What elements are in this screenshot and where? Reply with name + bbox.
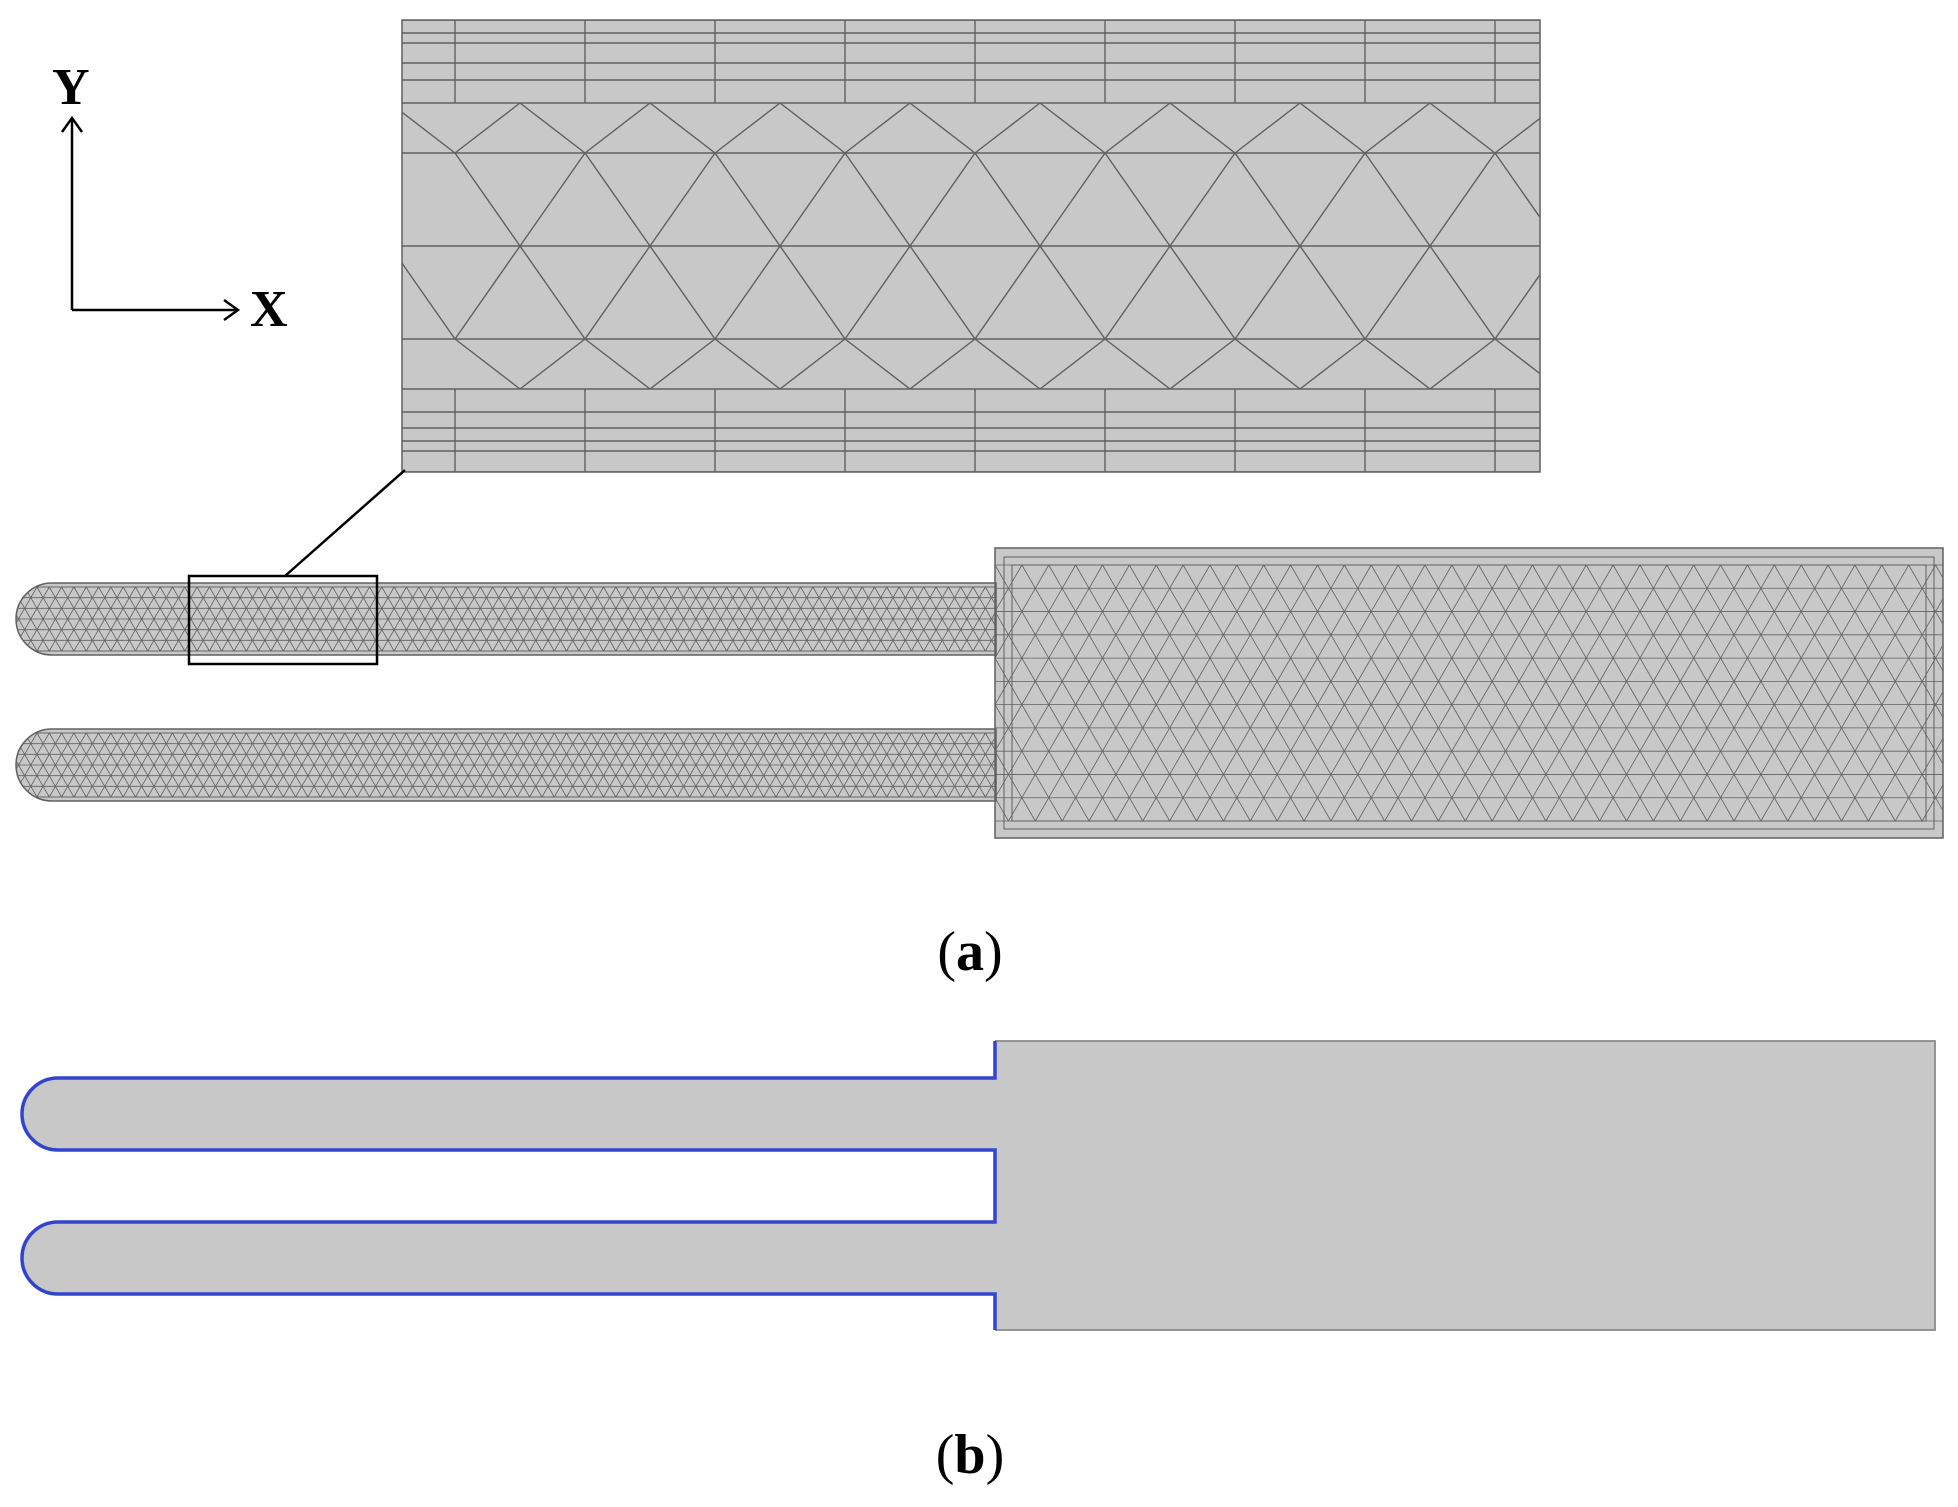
coordinate-axes: Y X — [52, 59, 288, 338]
zoom-connector-line — [284, 469, 406, 577]
panel-label-a: (a) — [937, 921, 1002, 983]
geometry-fill — [22, 1041, 1935, 1330]
highlighted-boundary — [20, 1041, 997, 1330]
y-axis-label: Y — [52, 59, 90, 116]
x-arrowhead-icon — [223, 298, 241, 322]
x-axis-label: X — [250, 281, 288, 338]
mesh-inset — [401, 19, 1541, 473]
y-arrowhead-icon — [60, 115, 84, 133]
zoom-box — [187, 574, 379, 666]
body-outline — [995, 1040, 1936, 1331]
body-block-mesh — [995, 548, 1943, 838]
panel-label-b: (b) — [936, 1424, 1004, 1486]
meshed-geometry — [15, 547, 1944, 839]
boundary-geometry — [20, 1040, 1936, 1331]
